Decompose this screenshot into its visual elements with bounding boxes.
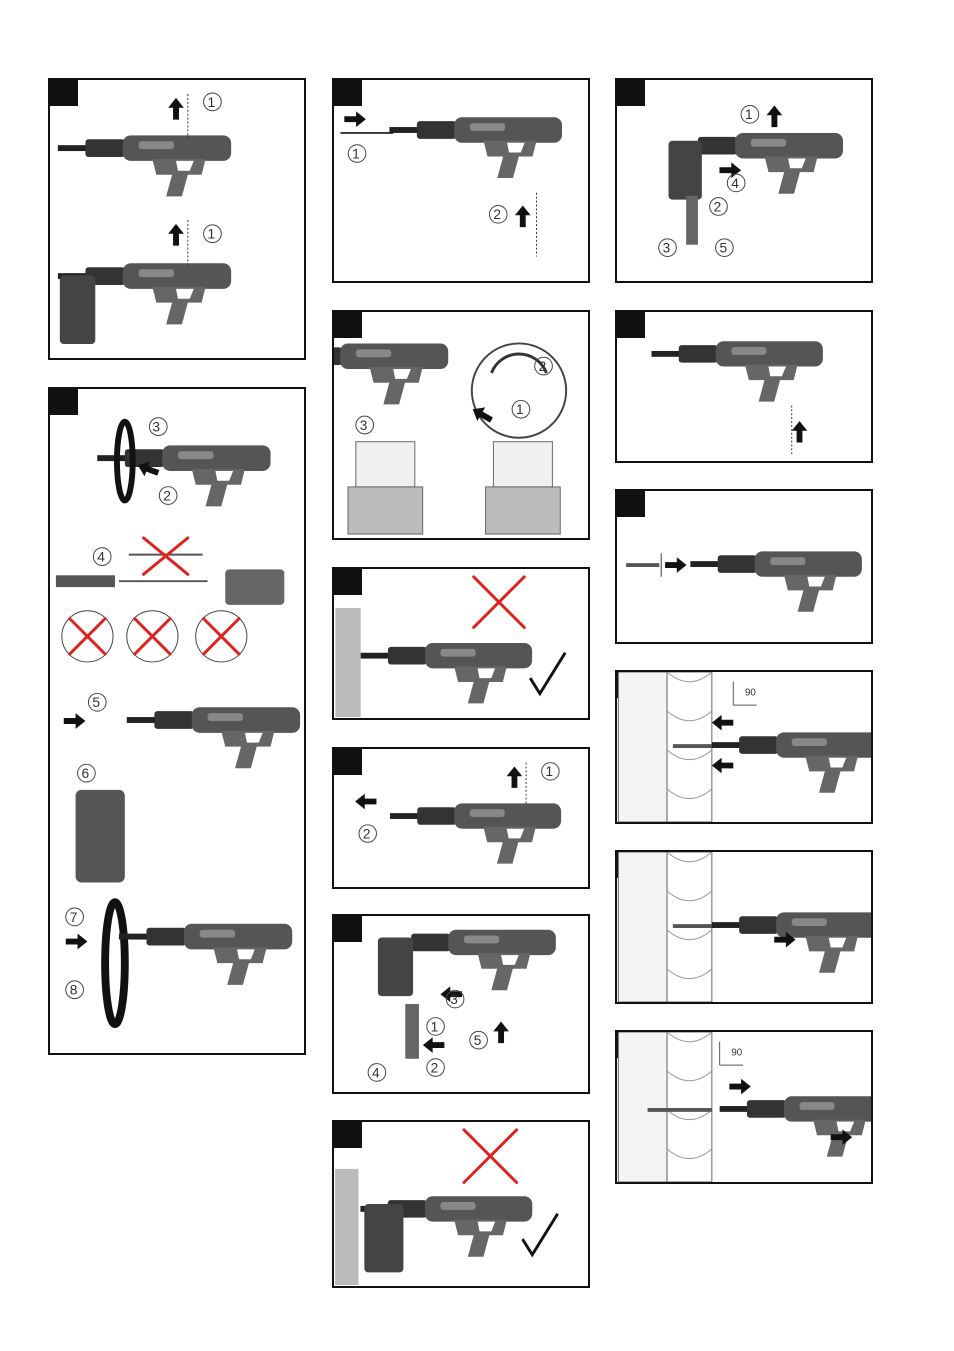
callout-5: 5	[719, 241, 727, 256]
step-panel-11	[615, 489, 873, 644]
illustration-magazine-unload: 1 4 2 3 5	[617, 80, 871, 281]
illustration-magazine-position	[334, 1122, 588, 1286]
illustration-insulation-fix: 90	[617, 672, 871, 822]
callout-2: 2	[163, 488, 171, 503]
callout-1: 1	[431, 1019, 439, 1034]
callout-7: 7	[70, 910, 78, 925]
callout-1: 1	[352, 146, 360, 161]
callout-5: 5	[92, 695, 100, 710]
step-panel-3: 1 2	[332, 78, 590, 283]
step-panel-13	[615, 850, 873, 1004]
callout-1: 1	[208, 227, 216, 242]
callout-4: 4	[372, 1065, 380, 1080]
illustration-magazine-load: 3 1 5 4 2	[334, 916, 588, 1092]
callout-1: 1	[546, 764, 554, 779]
callout-3: 3	[450, 992, 458, 1007]
illustration-unload: 1 2	[334, 749, 588, 887]
callout-2: 2	[493, 207, 501, 222]
callout-2: 2	[714, 199, 722, 214]
illustration-power-setting: 2 1 3	[334, 312, 588, 538]
step-panel-2: 3 2 4 5 6 7 8	[48, 387, 306, 1055]
step-panel-1: 1 1	[48, 78, 306, 360]
step-panel-8	[332, 1120, 590, 1288]
callout-5: 5	[474, 1033, 482, 1048]
illustration-insert-dowel	[617, 491, 871, 642]
illustration-withdraw-tool: 90	[617, 1032, 871, 1182]
step-panel-7: 3 1 5 4 2	[332, 914, 590, 1094]
illustration-tool-assembly: 3 2 4 5 6 7 8	[50, 389, 304, 1053]
step-panel-9: 1 4 2 3 5	[615, 78, 873, 283]
illustration-load-pin: 1 2	[334, 80, 588, 281]
step-panel-14: 90	[615, 1030, 873, 1184]
callout-8: 8	[70, 983, 78, 998]
callout-1: 1	[208, 95, 216, 110]
step-panel-4: 2 1 3	[332, 310, 590, 540]
illustration-tool-removal: 1 1	[50, 80, 304, 358]
illustration-trigger-fasten	[617, 852, 871, 1002]
callout-2: 2	[431, 1060, 439, 1075]
callout-1: 1	[745, 107, 753, 122]
callout-2: 2	[363, 826, 371, 841]
angle-label-90: 90	[731, 1047, 742, 1058]
callout-1: 1	[516, 402, 524, 417]
callout-4: 4	[97, 550, 105, 565]
illustration-remove-fastener	[617, 312, 871, 461]
illustration-correct-position	[334, 569, 588, 718]
callout-2: 2	[539, 359, 547, 374]
step-panel-10	[615, 310, 873, 463]
step-panel-12: 90	[615, 670, 873, 824]
callout-3: 3	[152, 420, 160, 435]
callout-6: 6	[82, 766, 90, 781]
callout-3: 3	[360, 418, 368, 433]
callout-4: 4	[731, 176, 739, 191]
callout-3: 3	[663, 241, 671, 256]
step-panel-5	[332, 567, 590, 720]
step-panel-6: 1 2	[332, 747, 590, 889]
angle-label-90: 90	[745, 687, 756, 698]
